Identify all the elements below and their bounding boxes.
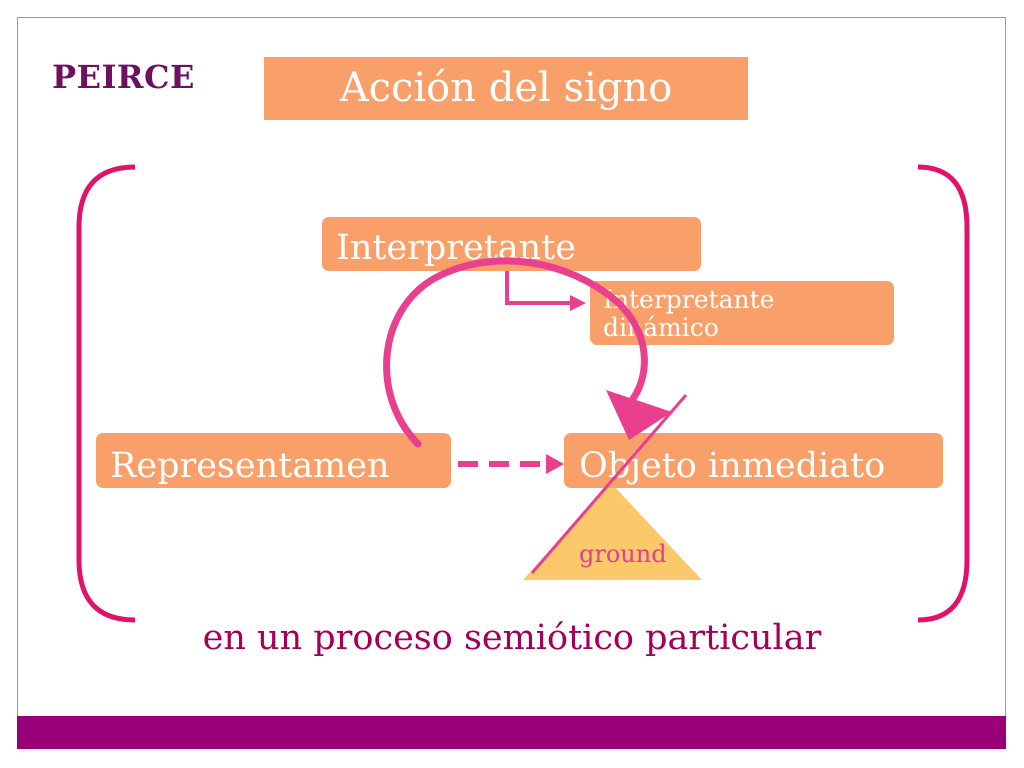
representamen-box: Representamen [96,433,451,488]
process-caption: en un proceso semiótico particular [202,618,822,658]
objeto-inmediato-box: Objeto inmediato [564,433,943,488]
interpretante-box: Interpretante [322,217,701,271]
brand-label: PEIRCE [52,58,195,96]
slide-title: Acción del signo [264,57,748,120]
bottom-accent-bar [17,716,1006,749]
interpretante-dinamico-box: Interpretante dinámico [590,281,894,345]
ground-label: ground [579,540,667,568]
